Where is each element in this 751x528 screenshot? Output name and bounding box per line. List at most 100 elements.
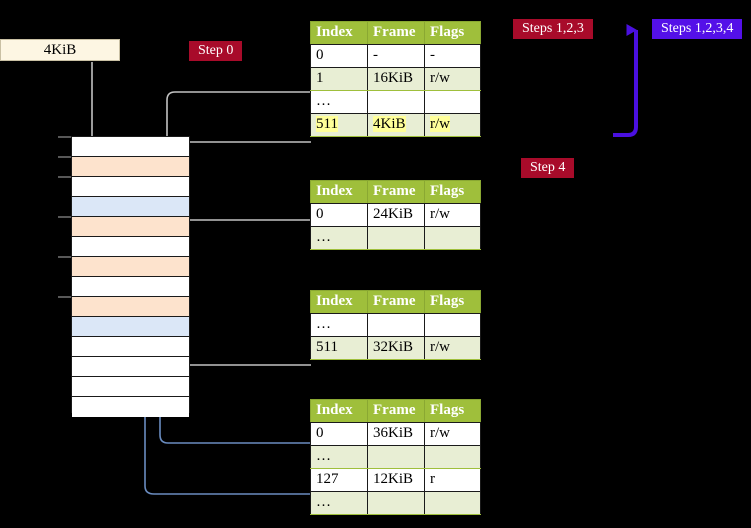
- column-header-frame: Frame: [367, 290, 425, 314]
- table-cell-frame: [367, 313, 425, 337]
- column-header-flags: Flags: [424, 399, 481, 423]
- table-cell-index: …: [310, 226, 368, 250]
- table-cell-frame: [367, 491, 425, 515]
- table-row: …: [310, 226, 481, 250]
- table-cell-frame: -: [367, 44, 425, 68]
- cell-text: 36KiB: [373, 425, 414, 441]
- memory-grid-row: [72, 257, 189, 277]
- badge-steps-1-2-3-label: Steps 1,2,3: [522, 21, 584, 36]
- table-cell-frame: [367, 445, 425, 469]
- cell-text: 0: [316, 47, 324, 63]
- cell-text: 4KiB: [373, 116, 406, 132]
- column-header-flags: Flags: [424, 180, 481, 204]
- badge-step-4: Step 4: [521, 158, 575, 179]
- cell-text: …: [316, 448, 331, 464]
- table-cell-index: 511: [310, 113, 368, 137]
- column-header-flags: Flags: [424, 21, 481, 45]
- table-cell-frame: 12KiB: [367, 468, 425, 492]
- table-cell-frame: [367, 226, 425, 250]
- cell-text: r/w: [430, 206, 450, 222]
- column-header-frame: Frame: [367, 21, 425, 45]
- table-row: 127 12KiB r: [310, 468, 481, 492]
- cell-text: …: [316, 229, 331, 245]
- cell-text: …: [316, 93, 331, 109]
- table-row: …: [310, 313, 481, 337]
- badge-step-0: Step 0: [189, 41, 243, 62]
- table-cell-flags: r/w: [424, 203, 481, 227]
- table-row: 511 4KiB r/w: [310, 113, 481, 137]
- memory-grid-row: [72, 217, 189, 237]
- column-header-index: Index: [310, 399, 368, 423]
- table-cell-index: 0: [310, 203, 368, 227]
- badge-step-4-label: Step 4: [530, 160, 566, 175]
- table-row: …: [310, 445, 481, 469]
- memory-grid-row: [72, 177, 189, 197]
- column-header-index: Index: [310, 21, 368, 45]
- cell-text: r/w: [430, 425, 450, 441]
- grid-tick-marks: [58, 136, 71, 298]
- cell-text: 24KiB: [373, 206, 414, 222]
- table-cell-flags: r/w: [424, 336, 481, 360]
- cell-text: -: [373, 47, 378, 63]
- table-cell-index: …: [310, 491, 368, 515]
- table-cell-index: 0: [310, 422, 368, 446]
- table-cell-flags: [424, 445, 481, 469]
- cell-text: 16KiB: [373, 70, 414, 86]
- table-cell-flags: r: [424, 468, 481, 492]
- cell-text: 511: [316, 339, 338, 355]
- column-header-flags: Flags: [424, 290, 481, 314]
- table-cell-flags: r/w: [424, 422, 481, 446]
- memory-frame-4kib: 4KiB: [0, 39, 120, 61]
- table-cell-frame: 36KiB: [367, 422, 425, 446]
- cell-text: 0: [316, 425, 324, 441]
- column-header-index: Index: [310, 180, 368, 204]
- connector-pd-row511: [171, 288, 311, 366]
- memory-grid-row: [72, 397, 189, 417]
- physical-memory-grid: [71, 136, 190, 417]
- cell-text: 511: [316, 116, 338, 132]
- cell-text: r/w: [430, 339, 450, 355]
- column-header-frame: Frame: [367, 399, 425, 423]
- memory-grid-row: [72, 237, 189, 257]
- memory-grid-row: [72, 197, 189, 217]
- cell-text: r: [430, 471, 435, 487]
- cell-text: -: [430, 47, 435, 63]
- cell-text: 127: [316, 471, 339, 487]
- connector-pdp-row0: [177, 219, 311, 250]
- table-row: …: [310, 90, 481, 114]
- cell-text: 32KiB: [373, 339, 414, 355]
- table-cell-flags: r/w: [424, 113, 481, 137]
- badge-step-0-label: Step 0: [198, 43, 234, 58]
- cell-text: r/w: [430, 70, 450, 86]
- table-cell-flags: -: [424, 44, 481, 68]
- table-cell-frame: 32KiB: [367, 336, 425, 360]
- cell-text: 0: [316, 206, 324, 222]
- cell-text: …: [316, 316, 331, 332]
- table-cell-index: 0: [310, 44, 368, 68]
- badge-steps-1-2-3: Steps 1,2,3: [513, 19, 593, 40]
- memory-grid-row: [72, 377, 189, 397]
- column-header-index: Index: [310, 290, 368, 314]
- memory-grid-row: [72, 317, 189, 337]
- memory-grid-row: [72, 157, 189, 177]
- table-cell-flags: [424, 226, 481, 250]
- table-cell-flags: [424, 491, 481, 515]
- table-cell-frame: [367, 90, 425, 114]
- cell-text: r/w: [430, 116, 450, 132]
- memory-grid-row: [72, 137, 189, 157]
- table-row: …: [310, 491, 481, 515]
- memory-frame-label: 4KiB: [43, 41, 77, 58]
- purple-bracket-arrow: [613, 24, 638, 137]
- memory-grid-row: [72, 277, 189, 297]
- memory-grid-row: [72, 337, 189, 357]
- table-cell-index: 511: [310, 336, 368, 360]
- badge-steps-1-2-3-4: Steps 1,2,3,4: [652, 19, 743, 40]
- table-row: 0 24KiB r/w: [310, 203, 481, 227]
- memory-grid-row: [72, 357, 189, 377]
